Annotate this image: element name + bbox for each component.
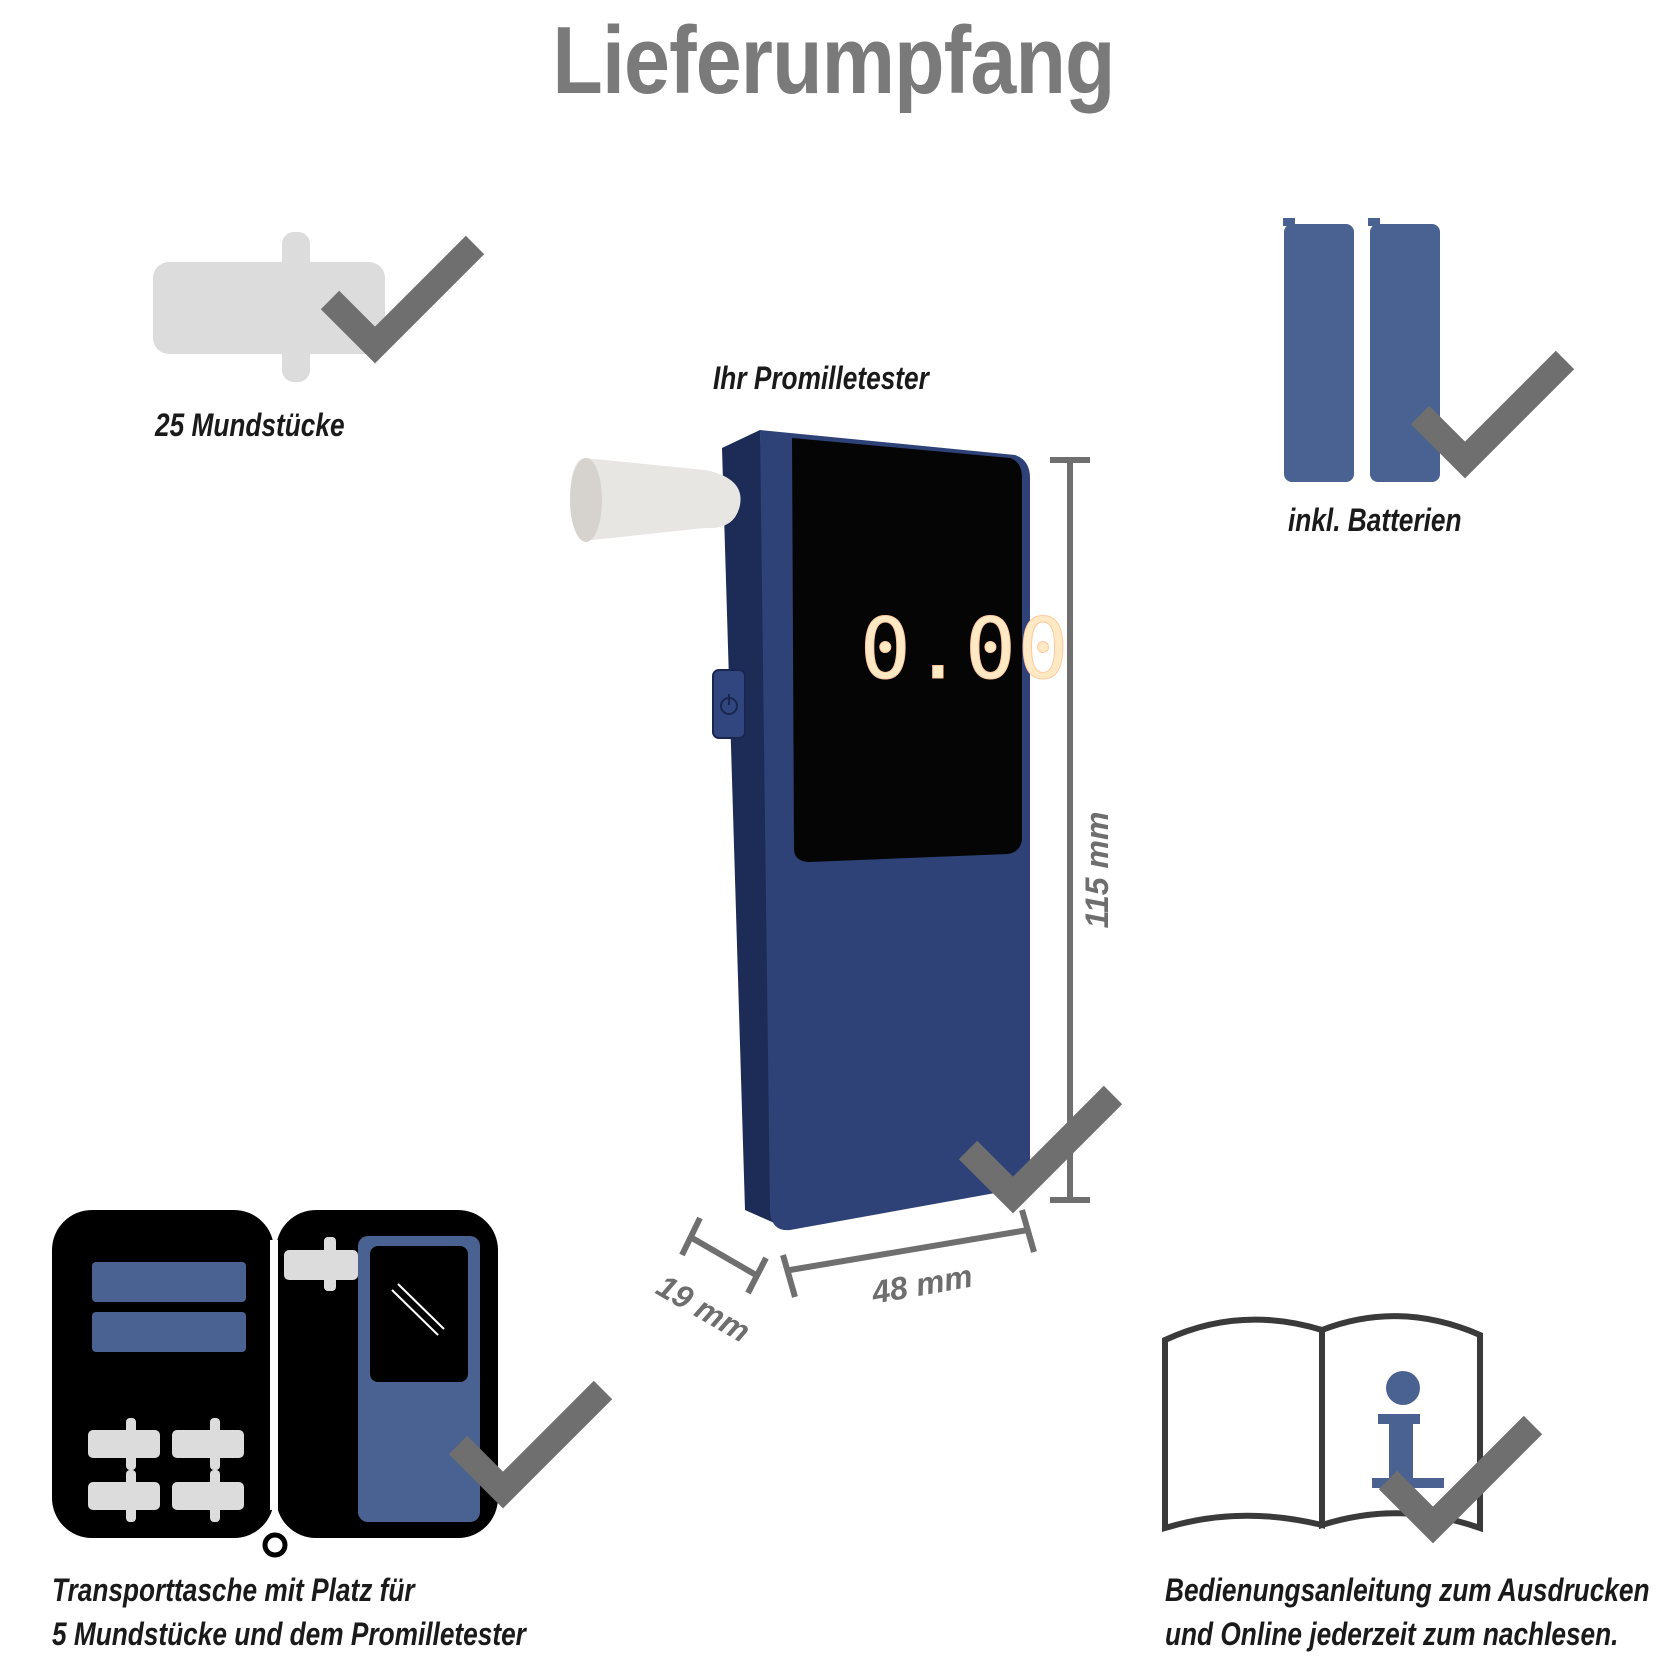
batteries-label: inkl. Batterien	[1288, 502, 1462, 538]
mouthpieces-label: 25 Mundstücke	[155, 407, 345, 443]
checkmark-icon	[958, 1085, 1123, 1214]
device-mouthpiece	[570, 458, 741, 542]
height-dimension-label: 115 mm	[1079, 812, 1115, 929]
breathalyzer-device	[712, 430, 1030, 1231]
checkmark-icon	[448, 1380, 613, 1509]
info-icon	[1386, 1371, 1420, 1405]
depth-dimension-line	[679, 1216, 769, 1295]
width-dimension-label: 48 mm	[868, 1258, 975, 1311]
manual-label-line2: und Online jederzeit zum nachlesen.	[1165, 1616, 1619, 1652]
batteries-icon	[1283, 218, 1440, 482]
manual-book-icon	[1162, 1313, 1483, 1533]
transport-case-icon	[52, 1210, 498, 1558]
tester-label: Ihr Promilletester	[713, 360, 929, 396]
page-title: Lieferumpfang	[552, 7, 1115, 114]
case-label-line2: 5 Mundstücke und dem Promilletester	[52, 1616, 526, 1652]
height-dimension-line	[1050, 457, 1090, 1203]
checkmark-icon	[320, 235, 485, 364]
manual-label-line1: Bedienungsanleitung zum Ausdrucken	[1165, 1572, 1650, 1608]
depth-dimension-label: 19 mm	[651, 1268, 757, 1350]
checkmark-icon	[1378, 1415, 1543, 1544]
mouthpiece-icon	[153, 232, 385, 382]
display-readout: 0.00	[860, 600, 1070, 698]
width-dimension-line	[780, 1209, 1037, 1298]
case-label-line1: Transporttasche mit Platz für	[52, 1572, 415, 1608]
checkmark-icon	[1410, 350, 1575, 479]
